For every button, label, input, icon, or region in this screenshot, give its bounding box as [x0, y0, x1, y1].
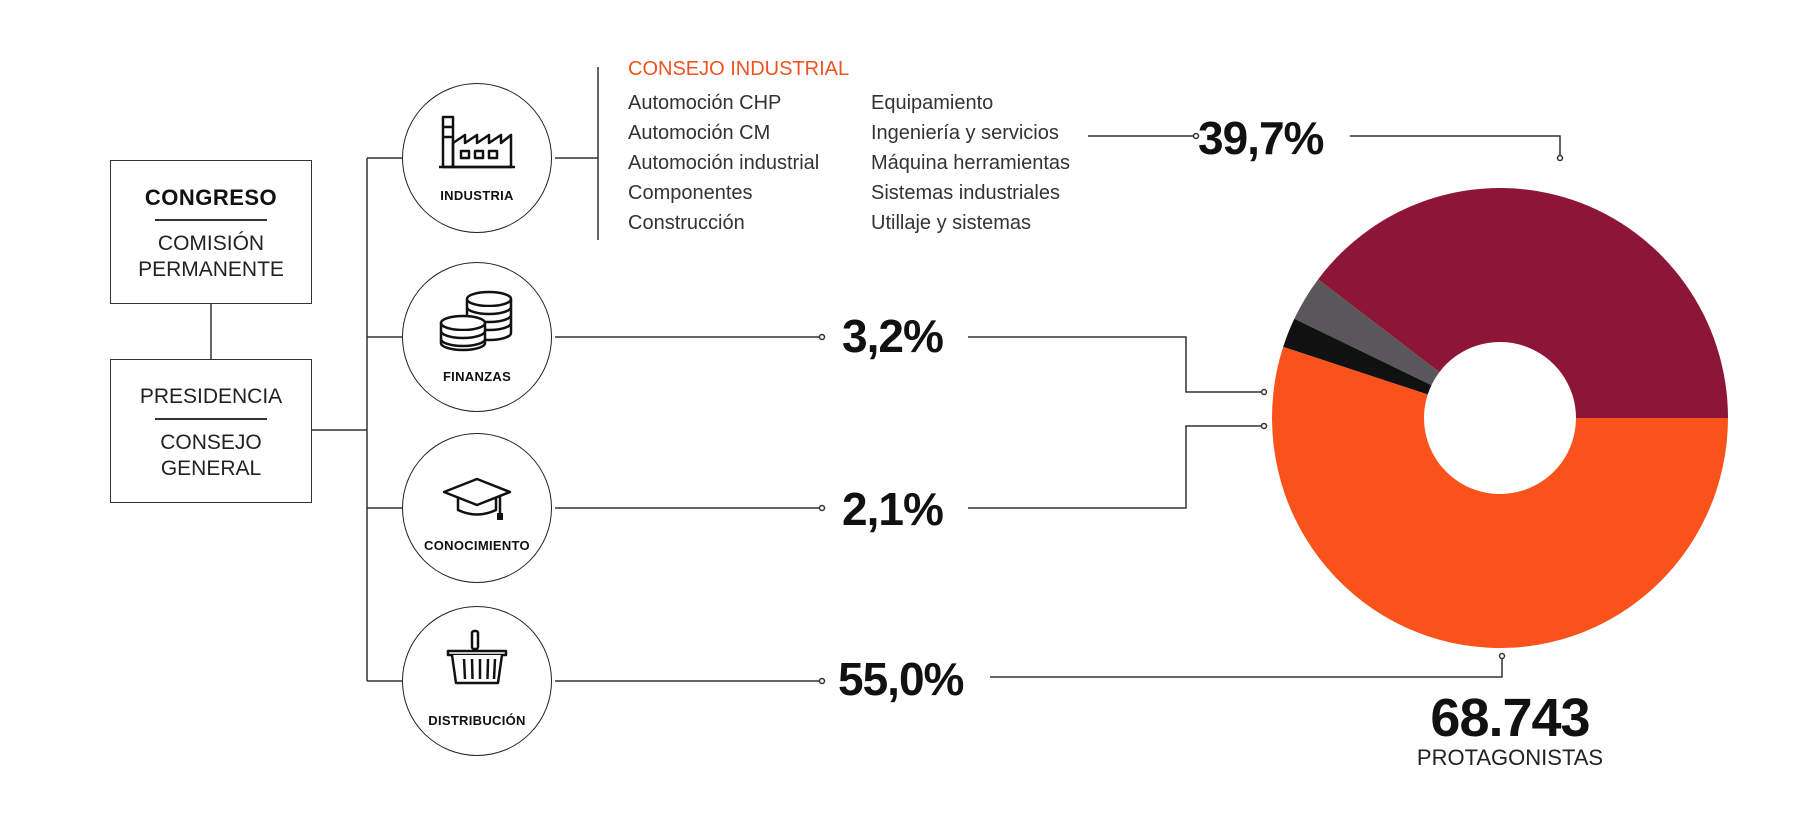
coins-icon: [439, 290, 513, 352]
sector-finanzas: FINANZAS: [402, 262, 552, 412]
connector-dot: [818, 677, 826, 685]
presidencia-title: PRESIDENCIA: [139, 385, 283, 408]
sector-distribucion: DISTRIBUCIÓN: [402, 606, 552, 756]
pct-conocimiento: 2,1%: [842, 483, 944, 535]
congreso-title: CONGRESO: [144, 185, 278, 210]
comision-line2: PERMANENTE: [138, 257, 284, 281]
sector-industria: INDUSTRIA: [402, 83, 552, 233]
presidencia-box: PRESIDENCIA CONSEJO GENERAL: [110, 359, 312, 503]
council-item: Máquina herramientas: [871, 152, 1070, 174]
connector-dot: [1498, 652, 1506, 660]
total-number: 68.743: [1430, 688, 1590, 748]
connector-dot: [1192, 132, 1200, 140]
sector-label: DISTRIBUCIÓN: [428, 713, 526, 728]
council-item: Construcción: [628, 212, 745, 234]
distribucion-leader: [990, 656, 1503, 678]
sector-label: FINANZAS: [442, 369, 512, 384]
pct-industria: 39,7%: [1198, 112, 1324, 164]
consejo-line1: CONSEJO: [160, 430, 262, 454]
donut-chart: [1272, 187, 1728, 648]
connector-dot: [1556, 154, 1564, 162]
council-list-left: Automoción CHP Automoción CM Automoción …: [628, 88, 819, 238]
sector-label: CONOCIMIENTO: [424, 538, 530, 553]
council-item: Componentes: [628, 182, 753, 204]
council-item: Ingeniería y servicios: [871, 122, 1059, 144]
council-item: Automoción CM: [628, 122, 771, 144]
slice-finanzas: [1294, 279, 1440, 386]
connector-dot: [1260, 422, 1268, 430]
factory-icon: [439, 115, 515, 169]
total-caption: PROTAGONISTAS: [1416, 745, 1604, 770]
council-item: Sistemas industriales: [871, 182, 1060, 204]
divider: [155, 219, 267, 221]
connector-dot: [818, 504, 826, 512]
council-title: CONSEJO INDUSTRIAL: [628, 58, 850, 80]
divider: [155, 418, 267, 420]
comision-line1: COMISIÓN: [157, 231, 265, 255]
finanzas-leader: [968, 336, 1264, 393]
council-item: Automoción industrial: [628, 152, 820, 174]
council-item: Utillaje y sistemas: [871, 212, 1032, 234]
sector-conocimiento: CONOCIMIENTO: [402, 433, 552, 583]
pct-finanzas: 3,2%: [842, 310, 944, 362]
council-list-right: Equipamiento Ingeniería y servicios Máqu…: [871, 88, 1070, 238]
industria-leader: [1350, 135, 1561, 158]
slice-industria: [1318, 187, 1728, 418]
conocimiento-leader: [968, 425, 1264, 509]
graduation-cap-icon: [442, 477, 512, 520]
total-block: 68.743 PROTAGONISTAS: [1400, 690, 1620, 770]
slice-conocimiento: [1283, 318, 1432, 395]
basket-icon: [446, 629, 508, 685]
council-item: Automoción CHP: [628, 92, 782, 114]
connector-dot: [818, 333, 826, 341]
sector-label: INDUSTRIA: [440, 188, 514, 203]
pct-distribucion: 55,0%: [838, 653, 964, 705]
congreso-box: CONGRESO COMISIÓN PERMANENTE: [110, 160, 312, 304]
consejo-line2: GENERAL: [160, 456, 262, 480]
connector-dot: [1260, 388, 1268, 396]
slice-distribucion: [1272, 346, 1728, 648]
council-item: Equipamiento: [871, 92, 994, 114]
